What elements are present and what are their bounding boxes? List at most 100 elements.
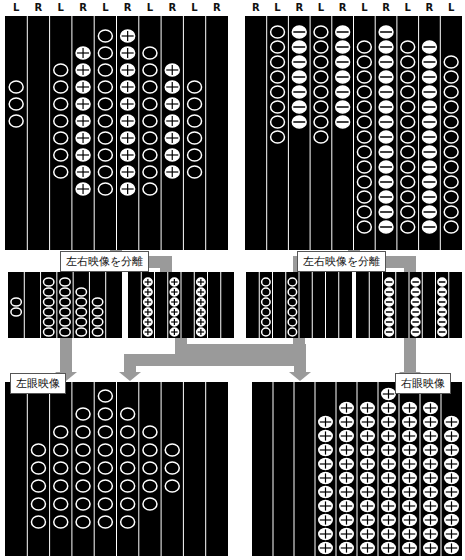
pixel-dot [424, 486, 437, 497]
column-letter: L [188, 2, 202, 13]
stripe [353, 16, 354, 250]
pixel-dot [76, 81, 90, 93]
pixel-dot [361, 402, 374, 413]
pixel-dot [60, 298, 70, 306]
pixel-dot [188, 132, 202, 144]
pixel-dot [44, 298, 54, 306]
pixel-dot [379, 221, 393, 233]
pixel-dot [357, 41, 371, 53]
pixel-dot [357, 56, 371, 68]
pixel-dot [262, 288, 270, 296]
stripe [71, 16, 72, 250]
dot-mark [386, 321, 392, 323]
pixel-dot [379, 161, 393, 173]
dot-mark [122, 171, 134, 172]
pixel-dot [271, 131, 285, 143]
pixel-dot [98, 390, 112, 402]
pixel-dot [143, 132, 157, 144]
stripe [441, 382, 442, 556]
dot-mark [171, 281, 177, 282]
stripe [49, 16, 50, 250]
dot-mark [404, 463, 415, 464]
pixel-dot [271, 101, 285, 113]
dot-mark [404, 533, 415, 534]
dot-mark [198, 281, 204, 282]
pixel-dot [31, 444, 45, 456]
column-letter: L [444, 2, 458, 13]
pixel-dot [319, 430, 332, 441]
pixel-dot [292, 56, 306, 68]
separated-image [246, 272, 352, 338]
flow-arrow [130, 338, 299, 372]
dot-mark [337, 61, 349, 63]
pixel-dot [319, 500, 332, 511]
dot-mark [380, 46, 392, 48]
pixel-dot [438, 278, 446, 286]
column-letter: R [165, 2, 179, 13]
dot-mark [293, 91, 305, 93]
pixel-dot [445, 444, 458, 455]
dot-mark [171, 321, 177, 322]
dot-mark [424, 76, 436, 78]
pixel-dot [144, 278, 152, 286]
pixel-dot [262, 298, 270, 306]
dot-mark [341, 519, 352, 520]
dot-mark [424, 181, 436, 183]
pixel-dot [357, 206, 371, 218]
pixel-dot [98, 64, 112, 76]
pixel-dot [411, 278, 419, 286]
column-letter: L [98, 2, 112, 13]
dot-mark [383, 463, 394, 464]
dot-mark [166, 86, 178, 87]
pixel-dot [438, 308, 446, 316]
stripe [167, 272, 168, 338]
pixel-dot [98, 166, 112, 178]
dot-mark [122, 137, 134, 138]
pixel-dot [121, 516, 135, 528]
dot-mark [166, 103, 178, 104]
pixel-dot [121, 115, 135, 127]
dot-mark [362, 533, 373, 534]
pixel-dot [44, 278, 54, 286]
pixel-dot [143, 64, 157, 76]
dot-mark [424, 91, 436, 93]
pixel-dot [444, 131, 458, 143]
pixel-dot [438, 298, 446, 306]
pixel-dot [445, 416, 458, 427]
stripe [205, 16, 206, 250]
pixel-dot [98, 426, 112, 438]
dot-mark [145, 311, 151, 312]
pixel-dot [403, 430, 416, 441]
stripe [378, 382, 379, 556]
pixel-dot [143, 98, 157, 110]
dot-mark [446, 421, 457, 422]
pixel-dot [444, 221, 458, 233]
pixel-dot [361, 528, 374, 539]
dot-mark [320, 435, 331, 436]
pixel-dot [382, 542, 395, 553]
dot-mark [424, 106, 436, 108]
pixel-dot [314, 26, 328, 38]
dot-mark [171, 291, 177, 292]
dot-mark [425, 421, 436, 422]
stripe [154, 272, 155, 338]
dot-mark [337, 76, 349, 78]
stripe [288, 16, 289, 250]
dot-mark [446, 463, 457, 464]
pixel-dot [445, 486, 458, 497]
result-box: 左眼映像 [10, 373, 66, 394]
pixel-dot [262, 278, 270, 286]
pixel-dot [401, 116, 415, 128]
dot-mark [320, 505, 331, 506]
dot-mark [383, 449, 394, 450]
column-letter: L [314, 2, 328, 13]
pixel-dot [444, 206, 458, 218]
pixel-dot [379, 131, 393, 143]
stripe [266, 16, 267, 250]
dot-mark [341, 435, 352, 436]
stripe [435, 272, 436, 338]
column-letter: L [401, 2, 415, 13]
pixel-dot [424, 444, 437, 455]
pixel-dot [76, 408, 90, 420]
pixel-dot [143, 480, 157, 492]
